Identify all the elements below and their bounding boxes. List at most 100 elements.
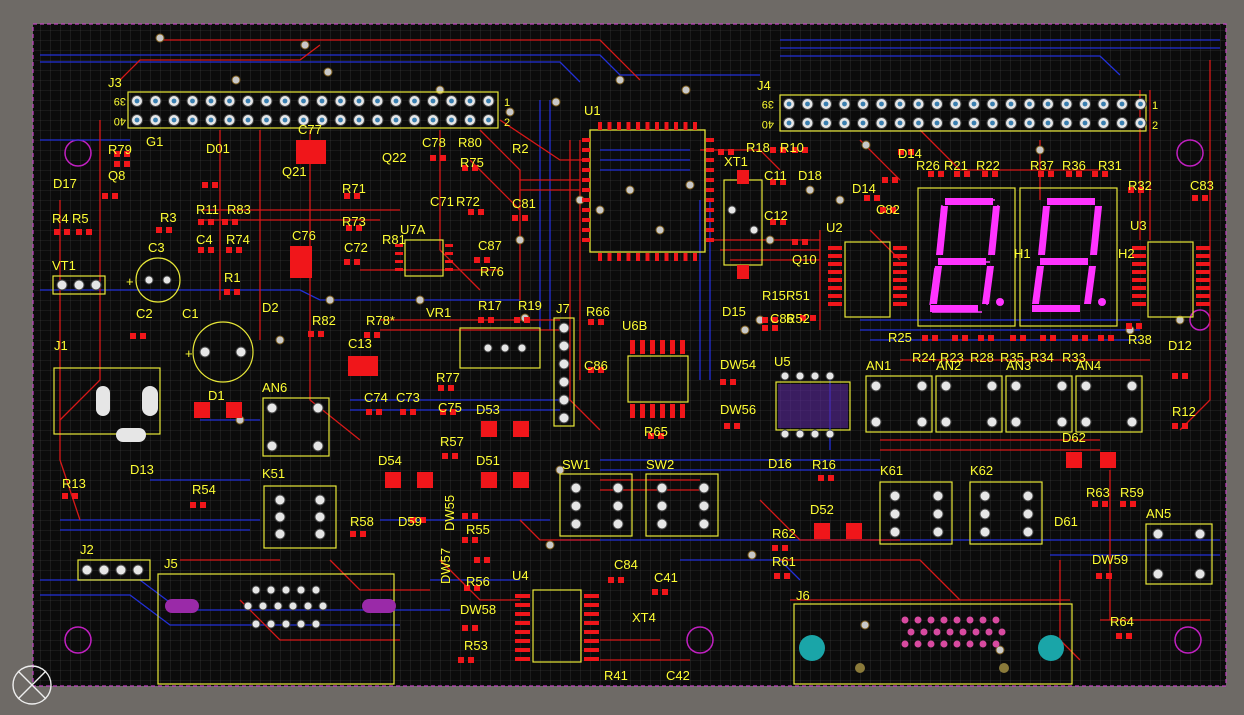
designator-r1: R1 — [224, 270, 241, 285]
ic-u3[interactable] — [1132, 241, 1210, 318]
designator-u1: U1 — [584, 103, 601, 118]
db-pin — [959, 628, 967, 636]
header-j4[interactable] — [779, 94, 1147, 132]
designator-r12: R12 — [1172, 404, 1196, 419]
designator-an2: AN2 — [936, 358, 961, 373]
designator-d15: D15 — [722, 304, 746, 319]
designator-r71: R71 — [342, 181, 366, 196]
db-pin — [972, 628, 980, 636]
designator-r74: R74 — [226, 232, 250, 247]
designator-c84: C84 — [614, 557, 638, 572]
button-an5[interactable] — [1145, 523, 1213, 585]
designator-r34: R34 — [1030, 350, 1054, 365]
designator-j4: J4 — [757, 78, 771, 93]
button-an6[interactable] — [262, 397, 330, 457]
designator-r4: R4 — [52, 211, 69, 226]
designator-q21: Q21 — [282, 164, 307, 179]
designator-r51: R51 — [786, 288, 810, 303]
db-pin — [992, 640, 1000, 648]
designator-d59: D59 — [398, 514, 422, 529]
designator-r18: R18 — [746, 140, 770, 155]
header-j3[interactable] — [127, 91, 499, 129]
db-pin — [966, 616, 974, 624]
designator-c3: C3 — [148, 240, 165, 255]
capacitor-c1[interactable]: + — [185, 321, 254, 383]
designator-r75: R75 — [460, 155, 484, 170]
designator-c11: C11 — [764, 168, 787, 183]
designator-an6: AN6 — [262, 380, 287, 395]
j4-pin1: 1 — [1152, 100, 1158, 112]
designator-d16: D16 — [768, 456, 792, 471]
connector-j7[interactable] — [553, 317, 575, 427]
connector-j5-usb[interactable] — [157, 573, 396, 685]
designator-xt1: XT1 — [724, 154, 748, 169]
crystal-xt1[interactable] — [723, 170, 763, 279]
designator-r83: R83 — [227, 202, 251, 217]
ic-u2[interactable] — [828, 241, 907, 318]
designator-r31: R31 — [1098, 158, 1122, 173]
seven-segment-h2[interactable] — [1019, 187, 1118, 327]
db-pin — [966, 640, 974, 648]
designator-d14: D14 — [898, 146, 922, 161]
button-an2[interactable] — [935, 375, 1003, 433]
designator-sw1: SW1 — [562, 457, 590, 472]
designator-j1: J1 — [54, 338, 68, 353]
designator-dw58: DW58 — [460, 602, 496, 617]
designator-j6: J6 — [796, 588, 810, 603]
designator-d53: D53 — [476, 402, 500, 417]
designator-h2: H2 — [1118, 246, 1135, 261]
db-pin — [979, 640, 987, 648]
switch-sw2[interactable] — [645, 473, 719, 537]
connector-vt1[interactable] — [52, 275, 106, 295]
designator-r82: R82 — [312, 313, 336, 328]
designator-j3: J3 — [108, 75, 122, 90]
designator-xt4: XT4 — [632, 610, 656, 625]
designator-r35: R35 — [1000, 350, 1024, 365]
switch-k61[interactable] — [879, 481, 953, 545]
db-pin — [920, 628, 928, 636]
designator-c76: C76 — [292, 228, 316, 243]
db-pin — [940, 616, 948, 624]
designator-c2: C2 — [136, 306, 153, 321]
designator-u7a: U7A — [400, 222, 426, 237]
designator-d17: D17 — [53, 176, 77, 191]
designator-r62: R62 — [772, 526, 796, 541]
designator-dw55: DW55 — [442, 495, 457, 531]
ic-u6b[interactable] — [627, 340, 689, 418]
designator-d54: D54 — [378, 453, 402, 468]
designator-r38: R38 — [1128, 332, 1152, 347]
seven-segment-h1-segments — [930, 206, 1000, 304]
designator-r2: R2 — [512, 141, 529, 156]
designator-g1: G1 — [146, 134, 163, 149]
switch-k62[interactable] — [969, 481, 1043, 545]
potentiometer-vr1[interactable] — [459, 327, 541, 369]
designator-d12: D12 — [1168, 338, 1192, 353]
designator-d13: D13 — [130, 462, 154, 477]
ic-u1-qfp[interactable] — [582, 122, 714, 261]
connector-j1[interactable] — [53, 367, 161, 442]
designator-u6b: U6B — [622, 318, 647, 333]
designator-dw56: DW56 — [720, 402, 756, 417]
designator-c83: C83 — [1190, 178, 1214, 193]
connector-j2[interactable] — [77, 559, 151, 581]
switch-k51[interactable] — [263, 485, 337, 549]
connector-j6[interactable] — [793, 603, 1073, 685]
designator-j7: J7 — [556, 301, 570, 316]
switch-sw1[interactable] — [559, 473, 633, 537]
designator-r73: R73 — [342, 214, 366, 229]
button-an3[interactable] — [1005, 375, 1073, 433]
designator-q8: Q8 — [108, 168, 125, 183]
button-an4[interactable] — [1075, 375, 1143, 433]
ic-u5[interactable] — [775, 371, 851, 439]
designator-c42: C42 — [666, 668, 690, 683]
designator-c72: C72 — [344, 240, 368, 255]
designator-c87: C87 — [478, 238, 502, 253]
capacitor-c3[interactable]: + — [126, 257, 181, 303]
button-an1[interactable] — [865, 375, 933, 433]
ic-u4[interactable] — [515, 589, 599, 663]
designator-d2: D2 — [262, 300, 279, 315]
designator-r22: R22 — [976, 158, 1000, 173]
ic-u7a[interactable] — [395, 239, 453, 277]
designator-r17: R17 — [478, 298, 502, 313]
